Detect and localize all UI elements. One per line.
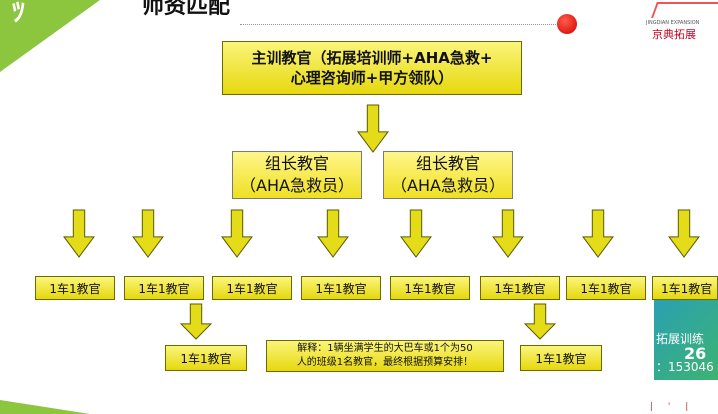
instructor-box: 1车1教官 (124, 276, 204, 300)
page-title: 师资匹配 (142, 0, 231, 19)
side-promo-line2: 26 (684, 344, 707, 363)
down-arrow-icon (132, 209, 164, 258)
logo-subtitle: JINGDIAN EXPANSION (646, 20, 700, 26)
note-line1: 解释：1辆坐满学生的大巴车或1个为50 (297, 343, 473, 354)
instructor-box: 1车1教官 (390, 276, 470, 300)
down-arrow-icon (523, 303, 557, 340)
down-arrow-icon (63, 209, 95, 258)
red-dot-icon (557, 14, 577, 34)
down-arrow-icon (221, 209, 253, 258)
down-arrow-icon (357, 104, 389, 153)
side-promo-panel: 拓展训练 26 ：153046 (654, 300, 718, 380)
logo-mark-icon (651, 2, 718, 18)
team-leader-box: 组长教官 （AHA急救员） (383, 151, 513, 199)
corner-decoration-bottom (0, 400, 90, 414)
team-leader-role: （AHA急救员） (240, 176, 354, 195)
down-arrow-icon (400, 209, 432, 258)
note-line2: 人的班级1名教官，最终根据预算安排！ (296, 357, 474, 368)
logo-name: 京典拓展 (652, 28, 696, 40)
instructor-box: 1车1教官 (301, 276, 381, 300)
note-box: 解释：1辆坐满学生的大巴车或1个为50 人的班级1名教官，最终根据预算安排！ (266, 340, 504, 372)
team-leader-title: 组长教官 (415, 154, 480, 173)
team-leader-box: 组长教官 （AHA急救员） (232, 151, 362, 199)
side-promo-line3: ：153046 (656, 360, 714, 374)
instructor-box: 1车1教官 (165, 345, 247, 371)
down-arrow-icon (492, 209, 524, 258)
instructor-box: 1车1教官 (480, 276, 560, 300)
instructor-box: 1车1教官 (35, 276, 115, 300)
down-arrow-icon (582, 209, 614, 258)
down-arrow-icon (179, 303, 213, 340)
down-arrow-icon (317, 209, 349, 258)
main-instructor-box: 主训教官（拓展培训师+AHA急救+ 心理咨询师+甲方领队） (222, 41, 522, 95)
main-instructor-line1: 主训教官（拓展培训师+AHA急救+ (251, 49, 493, 67)
instructor-box: 1车1教官 (520, 345, 602, 371)
instructor-box: 1车1教官 (212, 276, 292, 300)
runner-icon: ﾂ (12, 0, 26, 28)
logo-partial-icon: | ' | (650, 402, 695, 412)
main-instructor-line2: 心理咨询师+甲方领队） (290, 69, 454, 87)
corner-decoration-top (0, 0, 100, 72)
down-arrow-icon (668, 209, 700, 258)
instructor-box: 1车1教官 (566, 276, 646, 300)
logo: JINGDIAN EXPANSION 京典拓展 (644, 0, 718, 40)
team-leader-role: （AHA急救员） (391, 176, 505, 195)
team-leader-title: 组长教官 (264, 154, 329, 173)
title-divider (240, 24, 560, 25)
instructor-box: 1车1教官 (652, 276, 718, 300)
side-promo-line1: 拓展训练 (656, 332, 705, 346)
